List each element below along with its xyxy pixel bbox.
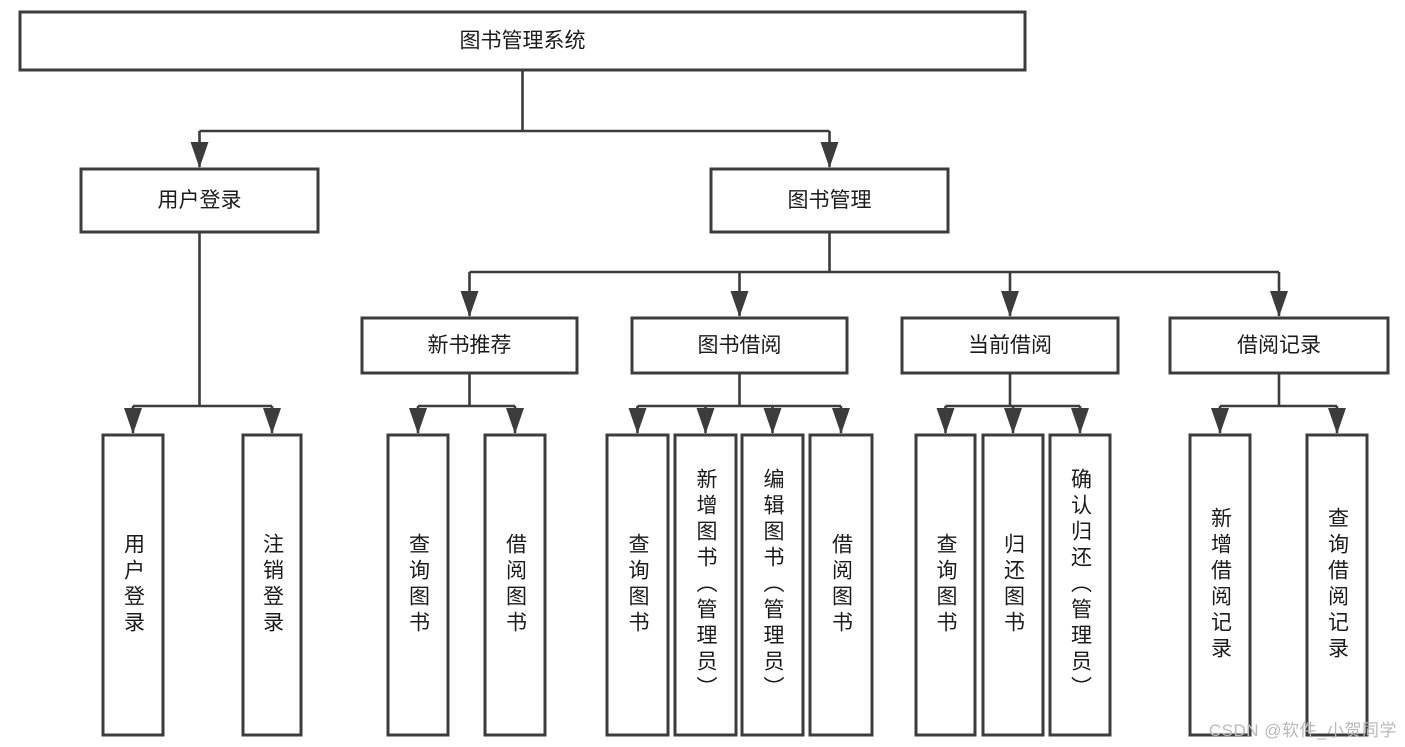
node-label-leaf-borrow-book-2: 借阅图书 [829, 533, 853, 637]
node-box-leaf-query-book-1[interactable] [386, 433, 450, 737]
arrow-head-icon [263, 408, 281, 434]
node-label-book-manage: 图书管理 [788, 189, 872, 212]
arrow-head-icon [124, 408, 142, 434]
node-label-wrap-leaf-user-logout: 注销登录 [243, 435, 301, 735]
arrow-head-icon [460, 291, 479, 317]
node-label-leaf-add-record: 新增借阅记录 [1208, 507, 1232, 663]
node-label-user-login: 用户登录 [158, 189, 242, 212]
node-label-borrow-record: 借阅记录 [1237, 334, 1321, 357]
node-box-leaf-borrow-book-2[interactable] [808, 433, 874, 737]
node-label-wrap-leaf-add-book: 新增图书（管理员） [675, 435, 736, 735]
node-label-leaf-return-book: 归还图书 [1001, 533, 1025, 637]
node-label-new-book-rec: 新书推荐 [428, 334, 512, 357]
node-label-wrap-leaf-confirm-return: 确认归还（管理员） [1050, 435, 1110, 735]
node-box-new-book-rec[interactable] [360, 316, 579, 375]
arrow-head-icon [1001, 291, 1019, 317]
node-box-leaf-add-record[interactable] [1188, 433, 1252, 737]
arrow-head-icon [1270, 291, 1288, 317]
node-box-leaf-user-login[interactable] [101, 433, 165, 737]
node-box-leaf-return-book[interactable] [981, 433, 1045, 737]
node-label-wrap-leaf-query-book-2: 查询图书 [607, 435, 668, 735]
node-label-leaf-query-book-3: 查询图书 [934, 533, 957, 637]
arrow-head-icon [628, 408, 647, 434]
node-label-wrap-leaf-add-record: 新增借阅记录 [1190, 435, 1250, 735]
watermark-text: CSDN @软件_小贺同学 [1208, 721, 1397, 740]
node-label-leaf-borrow-book-1: 借阅图书 [503, 533, 527, 637]
node-label-leaf-edit-book: 编辑图书（管理员） [761, 468, 784, 702]
arrow-head-icon [1211, 408, 1229, 434]
node-label-leaf-user-logout: 注销登录 [260, 533, 284, 637]
arrow-head-icon [820, 142, 839, 168]
node-label-wrap-leaf-query-book-3: 查询图书 [916, 435, 975, 735]
node-label-current-borrow: 当前借阅 [968, 334, 1052, 357]
arrow-head-icon [696, 408, 715, 434]
node-label-leaf-add-book: 新增图书（管理员） [694, 468, 717, 702]
node-box-book-manage[interactable] [709, 167, 950, 234]
node-box-leaf-query-book-2[interactable] [605, 433, 670, 737]
node-box-book-borrow[interactable] [630, 316, 849, 375]
arrow-head-icon [763, 408, 782, 434]
arrow-head-icon [832, 408, 850, 434]
arrow-head-icon [730, 291, 749, 317]
node-label-wrap-leaf-edit-book: 编辑图书（管理员） [742, 435, 803, 735]
node-box-leaf-edit-book[interactable] [740, 433, 805, 737]
node-box-leaf-add-book[interactable] [673, 433, 738, 737]
node-label-leaf-user-login: 用户登录 [121, 533, 145, 637]
node-label-wrap-leaf-query-book-1: 查询图书 [388, 435, 448, 735]
node-label-wrap-leaf-borrow-book-1: 借阅图书 [485, 435, 545, 735]
node-label-book-borrow: 图书借阅 [698, 334, 782, 357]
arrow-head-icon [1328, 408, 1346, 434]
node-label-wrap-leaf-borrow-book-2: 借阅图书 [810, 435, 872, 735]
arrow-head-icon [936, 408, 955, 434]
arrow-head-icon [409, 408, 427, 434]
node-box-leaf-borrow-book-1[interactable] [483, 433, 547, 737]
arrow-head-icon [1004, 408, 1022, 434]
node-label-wrap-leaf-user-login: 用户登录 [103, 435, 163, 735]
node-box-leaf-query-record[interactable] [1305, 433, 1369, 737]
node-box-user-login[interactable] [79, 167, 320, 234]
node-label-leaf-confirm-return: 确认归还（管理员） [1068, 468, 1092, 702]
node-label-leaf-query-record: 查询借阅记录 [1325, 507, 1349, 663]
node-label-root: 图书管理系统 [460, 30, 586, 53]
arrow-head-icon [190, 142, 209, 168]
node-box-current-borrow[interactable] [900, 316, 1120, 375]
node-label-leaf-query-book-2: 查询图书 [626, 533, 649, 637]
node-label-leaf-query-book-1: 查询图书 [406, 533, 430, 637]
node-box-borrow-record[interactable] [1168, 316, 1390, 375]
node-box-leaf-query-book-3[interactable] [914, 433, 977, 737]
node-box-leaf-user-logout[interactable] [241, 433, 303, 737]
node-box-leaf-confirm-return[interactable] [1048, 433, 1112, 737]
boxes-layer [18, 10, 1390, 737]
arrow-head-icon [1071, 408, 1089, 434]
node-label-wrap-leaf-return-book: 归还图书 [983, 435, 1043, 735]
arrow-head-icon [506, 408, 524, 434]
node-box-root[interactable] [18, 10, 1027, 72]
node-label-wrap-leaf-query-record: 查询借阅记录 [1307, 435, 1367, 735]
edges-layer [124, 70, 1346, 434]
